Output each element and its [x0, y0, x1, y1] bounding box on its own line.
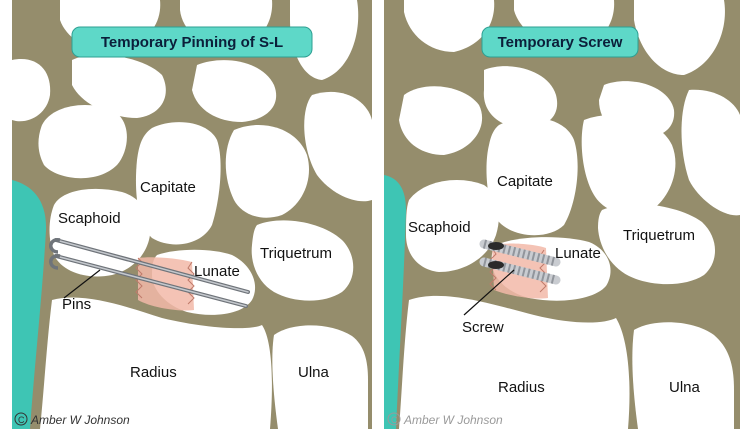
left-wrist-illustration: Temporary Pinning of S-L Capitate Scapho… — [12, 0, 372, 429]
svg-text:C: C — [391, 415, 398, 425]
ulna-label: Ulna — [669, 379, 701, 396]
pins-label: Pins — [62, 296, 91, 313]
lunate-label: Lunate — [194, 263, 240, 280]
right-copyright: C Amber W Johnson — [388, 413, 503, 427]
capitate-label: Capitate — [497, 173, 553, 190]
scaphoid-label: Scaphoid — [408, 219, 471, 236]
right-diagram-panel: Temporary Screw Capitate Scaphoid Lunate… — [384, 0, 740, 429]
left-title: Temporary Pinning of S-L — [101, 34, 283, 51]
radius-label: Radius — [130, 364, 177, 381]
triquetrum-label: Triquetrum — [260, 245, 332, 262]
screw-head-upper — [488, 242, 504, 250]
left-copyright-text: Amber W Johnson — [30, 413, 130, 427]
right-wrist-illustration: Temporary Screw Capitate Scaphoid Lunate… — [384, 0, 740, 429]
left-copyright: C Amber W Johnson — [15, 413, 130, 427]
right-title: Temporary Screw — [498, 34, 623, 51]
lunate-label: Lunate — [555, 245, 601, 262]
right-copyright-text: Amber W Johnson — [403, 413, 503, 427]
ulna-label: Ulna — [298, 364, 330, 381]
screw-label: Screw — [462, 319, 504, 336]
screw-head-lower — [488, 261, 504, 269]
capitate-label: Capitate — [140, 179, 196, 196]
triquetrum-label: Triquetrum — [623, 227, 695, 244]
svg-text:C: C — [18, 415, 25, 425]
trapezium-bone — [38, 105, 126, 178]
radius-label: Radius — [498, 379, 545, 396]
scaphoid-label: Scaphoid — [58, 210, 121, 227]
left-diagram-panel: Temporary Pinning of S-L Capitate Scapho… — [12, 0, 372, 429]
